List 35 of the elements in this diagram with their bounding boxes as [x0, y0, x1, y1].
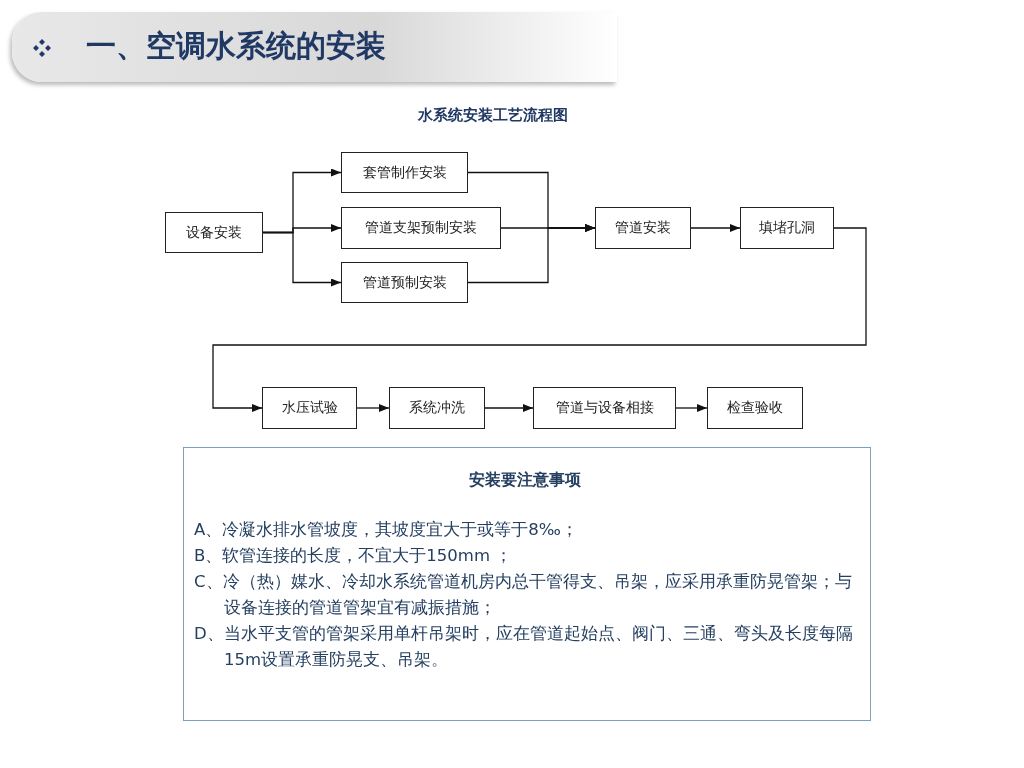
arrow [212, 227, 867, 412]
arrow [675, 404, 708, 412]
process-box [389, 387, 485, 429]
process-box [707, 387, 803, 429]
step-label: 管道支架预制安装 [365, 219, 477, 237]
process-box [262, 387, 357, 429]
note-text: D、当水平支管的管架采用单杆吊架时，应在管道起始点、阀门、三通、弯头及长度每隔15m设置承重防晃支、吊架。 [194, 623, 854, 671]
arrow [484, 404, 534, 412]
step-label: 管道与设备相接 [555, 399, 654, 417]
flowchart-title: 水系统安装工艺流程图 [416, 106, 569, 125]
process-box [595, 207, 691, 249]
process-box [533, 387, 676, 429]
notes-panel [183, 447, 871, 721]
process-box [341, 152, 468, 193]
process-box [341, 207, 501, 249]
arrow [690, 224, 741, 232]
step-label: 管道预制安装 [362, 273, 447, 292]
panel-heading: 安装要注意事项 [468, 470, 582, 491]
slide-title: 一、空调水系统的安装 [86, 27, 386, 65]
note-text: B、软管连接的长度，不宜大于150mm ； [194, 545, 514, 567]
step-label: 填堵孔洞 [759, 219, 815, 237]
process-box [341, 262, 468, 303]
note-text: A、冷凝水排水管坡度，其坡度宜大于或等于8‰； [194, 519, 579, 541]
step-label: 管道安装 [615, 219, 671, 237]
step-label: 检查验收 [727, 399, 783, 417]
step-label: 水压试验 [281, 399, 338, 417]
process-box [740, 207, 834, 249]
arrow [356, 404, 390, 412]
step-label: 系统冲洗 [409, 399, 465, 417]
process-box [165, 212, 263, 253]
step-label: 套管制作安装 [362, 163, 447, 182]
arrow [262, 231, 342, 287]
note-text: C、冷（热）媒水、冷却水系统管道机房内总干管得支、吊架，应采用承重防晃管架；与设备连接的管道管架宜有减振措施； [194, 571, 853, 619]
arrow [467, 224, 596, 284]
step-label: 设备安装 [186, 223, 242, 242]
